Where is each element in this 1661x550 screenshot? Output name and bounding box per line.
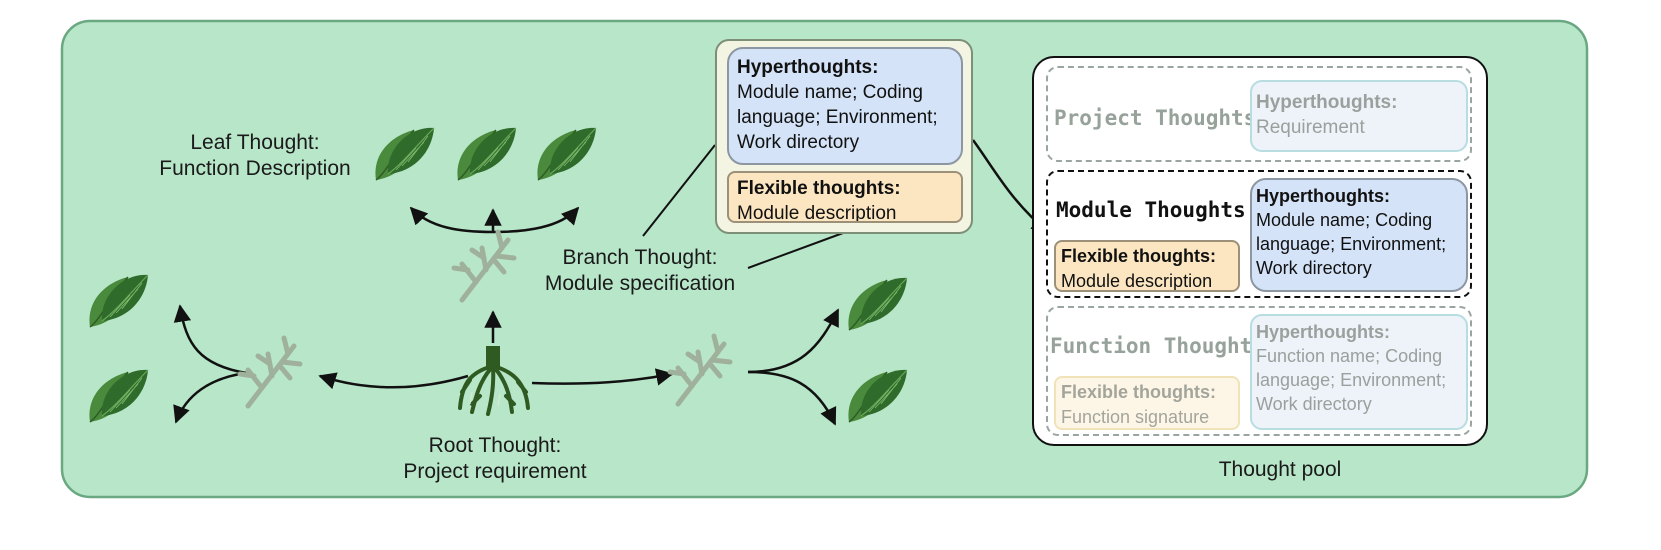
arrow-left-branch-to-leaf-bottom [173, 371, 247, 424]
project-hyperthoughts-card: Hyperthoughts: Requirement [1250, 80, 1468, 152]
popup-flexible-thoughts-body: Module description [737, 203, 897, 223]
root-icon [458, 346, 530, 416]
function-hyperthoughts-card: Hyperthoughts: Function name; Coding lan… [1250, 314, 1468, 430]
popup-hyperthoughts-card: Hyperthoughts: Module name; Coding langu… [727, 47, 963, 165]
project-hyperthoughts-title: Hyperthoughts: [1256, 92, 1398, 113]
function-thoughts-title: Function Thoughts [1050, 334, 1265, 358]
thought-pool: Project Thoughts Hyperthoughts: Requirem… [1032, 56, 1488, 446]
popup-flexible-thoughts-card: Flexible thoughts: Module description [727, 171, 963, 223]
project-thoughts-title: Project Thoughts [1054, 106, 1257, 130]
popup-flexible-thoughts-title: Flexible thoughts: [737, 178, 901, 199]
leaf-thought-label: Leaf Thought: Function Description [159, 131, 351, 180]
project-hyperthoughts-body: Requirement [1256, 117, 1365, 138]
module-flexible-thoughts-card: Flexible thoughts: Module description [1054, 240, 1240, 292]
arrow-root-to-left-branch [318, 372, 469, 390]
popup-connector-left [642, 144, 716, 237]
module-thoughts-section: Module Thoughts Flexible thoughts: Modul… [1046, 170, 1472, 298]
function-hyperthoughts-body: Function name; Coding language; Environm… [1256, 346, 1447, 414]
function-flexible-thoughts-title: Flexible thoughts: [1061, 382, 1216, 402]
module-flexible-thoughts-body: Module description [1061, 271, 1213, 291]
project-thoughts-section: Project Thoughts Hyperthoughts: Requirem… [1046, 66, 1472, 162]
thought-pool-caption: Thought pool [1218, 458, 1342, 481]
module-specification-popup: Hyperthoughts: Module name; Coding langu… [715, 39, 973, 234]
arrow-root-to-right-branch [531, 368, 674, 386]
module-hyperthoughts-card: Hyperthoughts: Module name; Coding langu… [1250, 178, 1468, 292]
popup-hyperthoughts-body: Module name; Coding language; Environmen… [737, 82, 938, 153]
branch-thought-label: Branch Thought: Module specification [544, 246, 736, 295]
arrow-right-branch-to-leaf-bottom [747, 370, 837, 426]
function-flexible-thoughts-body: Function signature [1061, 407, 1210, 427]
module-hyperthoughts-title: Hyperthoughts: [1256, 186, 1390, 206]
module-thoughts-title: Module Thoughts [1056, 198, 1246, 222]
function-thoughts-section: Function Thoughts Flexible thoughts: Fun… [1046, 306, 1472, 436]
function-hyperthoughts-title: Hyperthoughts: [1256, 322, 1390, 342]
module-flexible-thoughts-title: Flexible thoughts: [1061, 246, 1216, 266]
root-thought-label: Root Thought: Project requirement [403, 434, 587, 483]
popup-hyperthoughts-title: Hyperthoughts: [737, 57, 879, 78]
arrow-top-branch-to-leaf-left [409, 206, 494, 234]
arrow-left-branch-to-leaf-top [173, 304, 247, 375]
arrow-top-branch-to-leaf-right [492, 206, 580, 234]
module-hyperthoughts-body: Module name; Coding language; Environmen… [1256, 210, 1447, 278]
arrow-right-branch-to-leaf-top [747, 308, 840, 374]
popup-connector-right [747, 232, 844, 269]
function-flexible-thoughts-card: Flexible thoughts: Function signature [1054, 376, 1240, 430]
